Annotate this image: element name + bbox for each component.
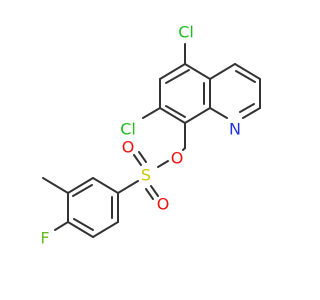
bond [92,221,119,238]
bond [133,154,142,166]
bond [142,107,161,119]
oxygen-atom-label: O [171,149,184,168]
molecule-diagram: Cl Cl N O S O O F [40,23,261,248]
oxygen-atom-label: O [157,195,170,214]
bond [184,107,211,124]
sulfur-atom-label: S [141,166,151,185]
nitrogen-atom-label: N [229,120,241,139]
bond [138,151,147,163]
bond [42,177,69,194]
bond [150,185,159,197]
chlorine-atom-label: Cl [120,120,136,139]
bond [235,70,256,83]
bond [184,63,211,80]
bond [239,103,255,113]
bond [92,177,119,194]
bond [157,160,169,168]
bond [234,63,261,80]
bond [209,63,236,80]
bond [165,105,186,118]
bond [182,147,186,151]
bonds [42,43,261,238]
bond [67,177,94,194]
bond [145,188,154,200]
oxygen-atom-label: O [122,138,135,157]
bond [165,69,190,84]
bond [242,107,261,119]
atom-labels: Cl Cl N O S O O F [40,23,241,248]
bond [67,221,94,238]
bond [209,107,228,119]
bond [54,221,69,231]
bond [159,107,186,124]
chlorine-atom-label: Cl [178,23,194,42]
bond [159,63,186,80]
bond [72,184,93,197]
bond [117,180,139,194]
fluorine-atom-label: F [40,229,49,248]
bond [73,218,94,231]
